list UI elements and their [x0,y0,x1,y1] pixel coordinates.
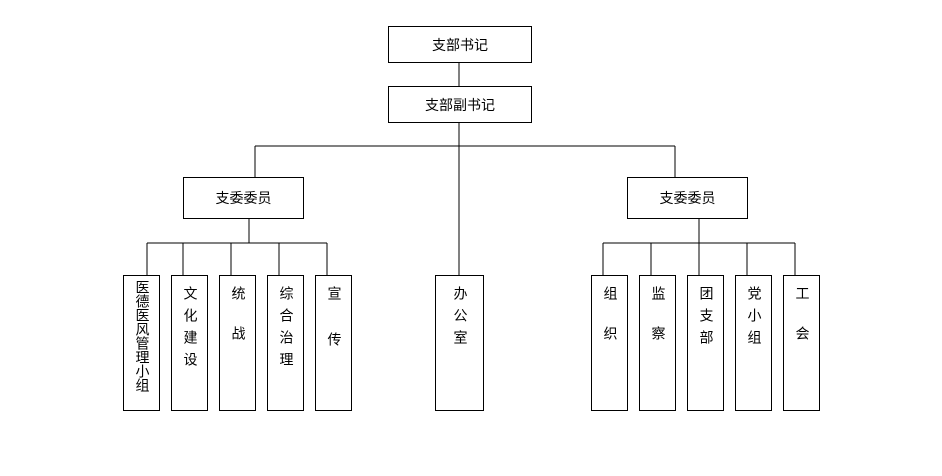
node-secretary-label: 支部书记 [432,37,488,54]
node-right-unit-4-label: 党小组 [745,286,762,352]
node-deputy-secretary: 支部副书记 [388,86,532,123]
node-left-unit-5-label: 宣传 [325,286,342,378]
node-left-unit-3: 统战 [219,275,256,411]
node-right-unit-3-label: 团支部 [697,286,714,352]
node-right-committee-label: 支委委员 [659,191,716,207]
node-left-unit-3-label: 统战 [229,286,246,366]
node-left-unit-2-label: 文化建设 [181,286,198,374]
node-left-unit-2: 文化建设 [171,275,208,411]
node-left-unit-4-label: 综合治理 [277,286,294,374]
node-secretary: 支部书记 [388,26,532,63]
node-left-unit-1: 医德医风管理小组 [123,275,160,411]
node-left-unit-1-label: 医德医风管理小组 [133,280,150,392]
node-right-unit-2-label: 监察 [649,286,666,366]
node-right-unit-1-label: 组织 [601,286,618,366]
node-left-unit-4: 综合治理 [267,275,304,411]
node-right-unit-3: 团支部 [687,275,724,411]
node-right-unit-5: 工会 [783,275,820,411]
node-right-committee: 支委委员 [627,177,748,219]
node-right-unit-1: 组织 [591,275,628,411]
node-right-unit-5-label: 工会 [793,286,810,366]
node-left-committee: 支委委员 [183,177,304,219]
node-left-unit-5: 宣传 [315,275,352,411]
node-right-unit-2: 监察 [639,275,676,411]
node-office: 办公室 [435,275,484,411]
node-left-committee-label: 支委委员 [215,191,272,207]
node-deputy-secretary-label: 支部副书记 [425,97,495,114]
node-right-unit-4: 党小组 [735,275,772,411]
node-office-label: 办公室 [451,286,468,352]
